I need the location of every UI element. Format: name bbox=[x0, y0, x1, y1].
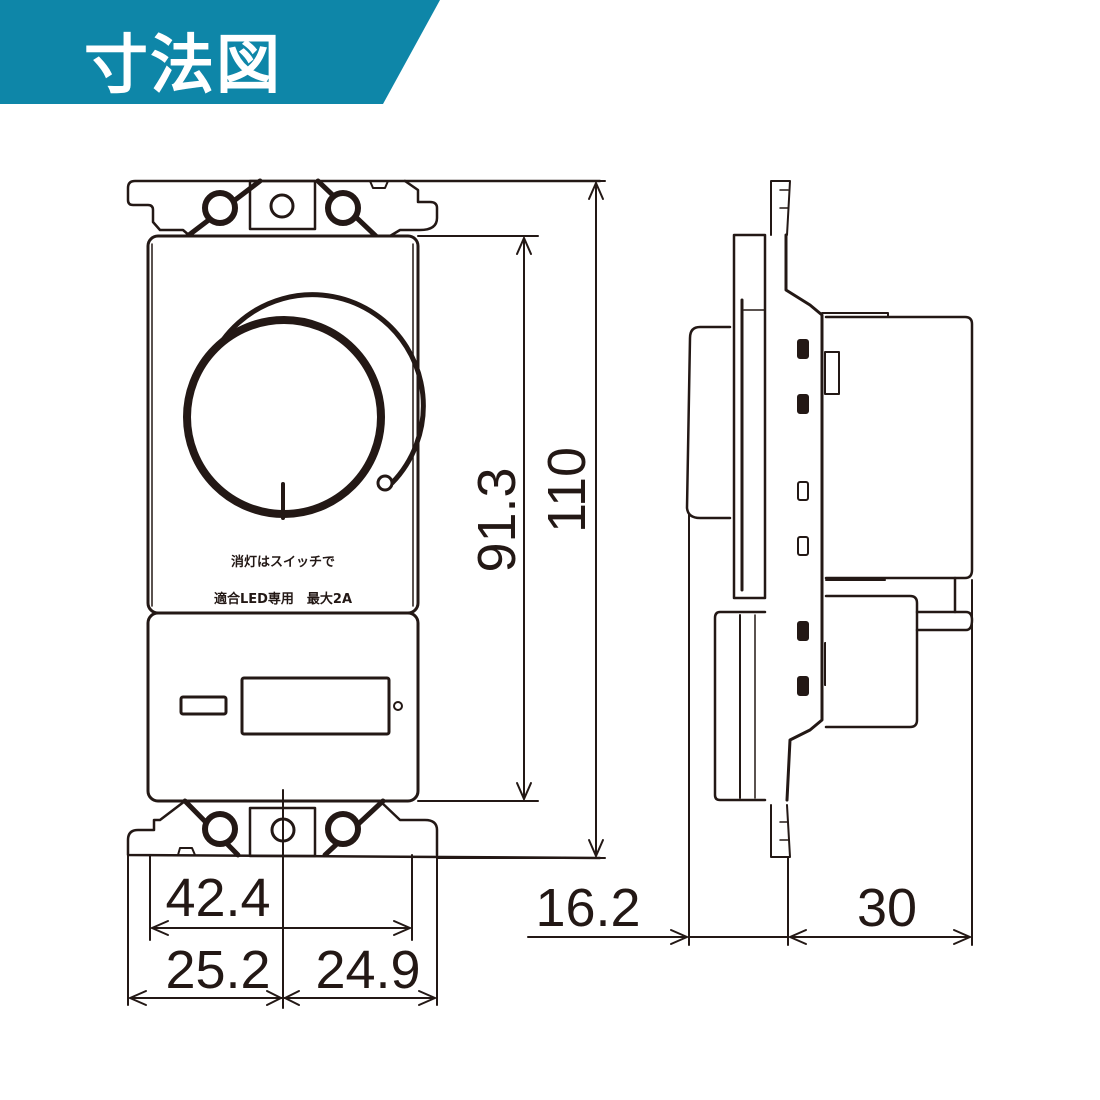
dim-label-back-depth: 30 bbox=[857, 878, 917, 938]
terminal-slots bbox=[797, 339, 809, 696]
switch-button[interactable] bbox=[240, 676, 391, 736]
side-view bbox=[685, 180, 974, 858]
faceplate-lower bbox=[146, 611, 420, 803]
screw-hole-icon bbox=[325, 811, 361, 847]
top-mounting-bracket bbox=[126, 178, 602, 241]
side-dimensions bbox=[527, 514, 973, 946]
rating-label: 適合LED専用 最大2A bbox=[214, 591, 352, 607]
dim-label-plate-height: 91.3 bbox=[467, 467, 527, 572]
dial-max-indicator-icon bbox=[376, 474, 394, 492]
header-banner: 寸法図 bbox=[0, 0, 1100, 110]
screw-hole-icon bbox=[325, 190, 361, 226]
dimmer-dial[interactable] bbox=[183, 292, 426, 520]
clip bbox=[824, 351, 840, 395]
bottom-mounting-bracket bbox=[126, 798, 602, 860]
dial-label: 消灯はスイッチで bbox=[231, 554, 335, 570]
dim-label-right-width: 24.9 bbox=[315, 940, 420, 1000]
dim-label-front-depth: 16.2 bbox=[535, 878, 640, 938]
connector-pin bbox=[915, 610, 974, 632]
page-title: 寸法図 bbox=[84, 29, 282, 103]
dim-label-total-height: 110 bbox=[537, 447, 597, 533]
front-dimensions bbox=[127, 180, 606, 1009]
dim-label-left-width: 25.2 bbox=[165, 940, 270, 1000]
switch-indicator-dot bbox=[393, 701, 403, 711]
front-view: 消灯はスイッチで 適合LED専用 最大2A bbox=[126, 178, 602, 860]
screw-hole-icon bbox=[202, 190, 238, 226]
screw-hole-icon bbox=[202, 811, 238, 847]
dim-label-plate-width: 42.4 bbox=[165, 868, 270, 928]
header-banner-shape bbox=[0, 0, 440, 104]
indicator-lamp bbox=[179, 695, 228, 716]
